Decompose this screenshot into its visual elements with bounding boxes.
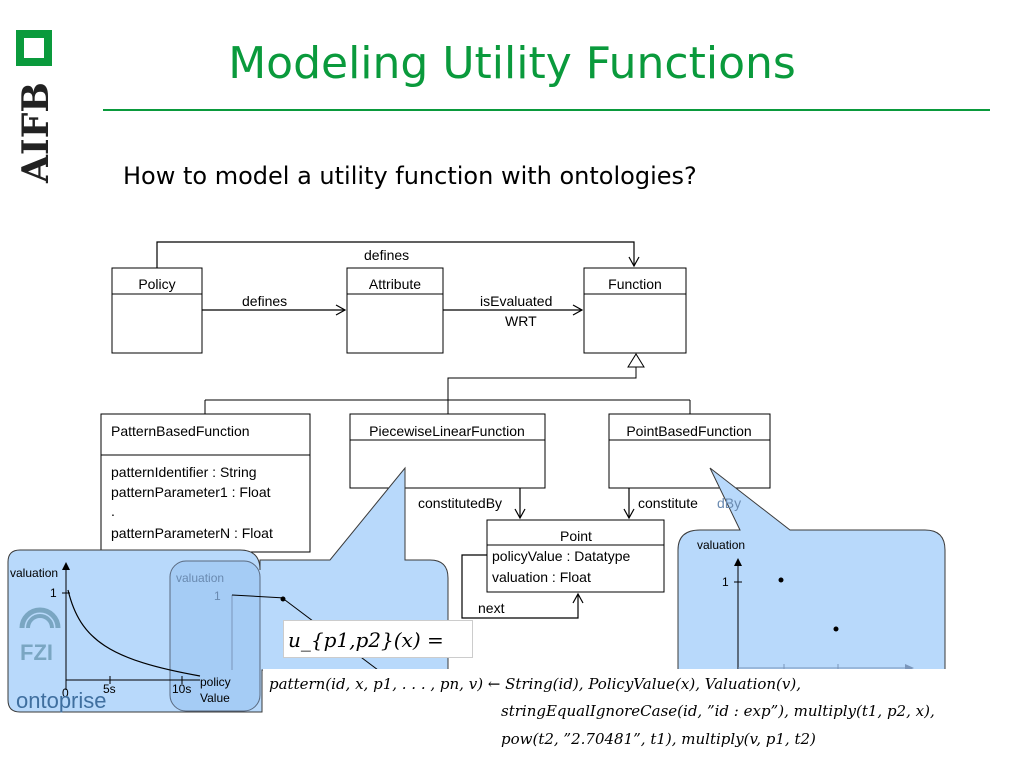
plot-left-curve [67,589,201,677]
fzi-logo: FZI [18,598,62,668]
plot-left-xtick-0: 0 [62,686,69,700]
page-title: Modeling Utility Functions [228,38,796,89]
pattern-attr-1: patternIdentifier : String [111,464,257,480]
pattern-attr-2: patternParameter1 : Float [111,484,271,500]
point-attr-2: valuation : Float [492,569,591,585]
class-attribute-name: Attribute [369,276,421,292]
defines-label: defines [242,293,287,309]
plot-inner-ylabel: valuation [176,571,224,585]
class-point-name: Point [560,528,592,544]
title-divider [103,109,990,111]
next-connector [461,554,584,619]
formula-line-1: pattern(id, x, p1, . . . , pn, v) ← Stri… [269,675,802,693]
defines-top-label: defines [364,247,409,263]
callout-right [677,467,946,671]
plot-right-point-2 [833,626,839,632]
class-function: Function [583,267,687,354]
constituted-by-right-label: constitute [638,495,698,511]
inheritance-triangle [627,353,645,368]
callout-left-inner [169,560,261,712]
class-pointbased-name: PointBasedFunction [626,423,751,439]
constituted-by-right-label-2: dBy [717,495,741,511]
class-policy: Policy [111,267,203,354]
question-text: How to model a utility function with ont… [123,162,697,190]
pattern-attr-3: . [111,503,115,519]
plot-left-ytick: 1 [50,586,57,600]
formula-block: pattern(id, x, p1, . . . , pn, v) ← Stri… [263,669,1008,757]
class-function-name: Function [608,276,662,292]
fzi-logo-text: FZI [20,640,53,665]
is-evaluated-label-2: WRT [505,313,537,329]
aifb-logo: AIFB [10,28,58,188]
plot-left-ylabel: valuation [10,566,58,580]
aifb-logo-text: AIFB [15,82,57,184]
class-attribute: Attribute [346,267,444,354]
class-pattern-based-function: PatternBasedFunction patternIdentifier :… [100,413,311,553]
plot-inner-ytick: 1 [214,589,221,603]
next-label: next [478,600,505,616]
class-pattern-name: PatternBasedFunction [111,423,250,439]
plot-left-xtick-1: 5s [103,682,116,696]
class-piecewise-linear-function: PiecewiseLinearFunction [349,413,546,489]
plot-right-point-1 [778,577,784,583]
class-point: Point policyValue : Datatype valuation :… [486,519,665,593]
exp-formula: u_{p1,p2}(x) = p1 e^{p2 x} [283,620,473,690]
class-policy-name: Policy [138,276,175,292]
formula-line-2: stringEqualIgnoreCase(id, ”id : exp”), m… [501,702,935,720]
plot-left-xlabel-1: policy [200,675,231,689]
constituted-by-left-label: constitutedBy [418,495,502,511]
plot-right-ytick: 1 [722,575,729,589]
is-evaluated-label: isEvaluated [480,293,552,309]
plot-left-xtick-2: 10s [172,682,191,696]
class-piecewise-name: PiecewiseLinearFunction [369,423,525,439]
plot-left-xlabel-2: Value [200,691,230,705]
defines-top-connector [156,241,640,268]
pattern-attr-4: patternParameterN : Float [111,525,273,541]
formula-line-3: pow(t2, ”2.70481”, t1), multiply(v, p1, … [501,730,816,748]
inheritance-stem [447,367,637,400]
point-attr-1: policyValue : Datatype [492,548,630,564]
plot-right-ylabel: valuation [697,538,745,552]
ontoprise-logo: ontoprise [16,688,107,713]
class-point-based-function: PointBasedFunction [608,413,771,489]
